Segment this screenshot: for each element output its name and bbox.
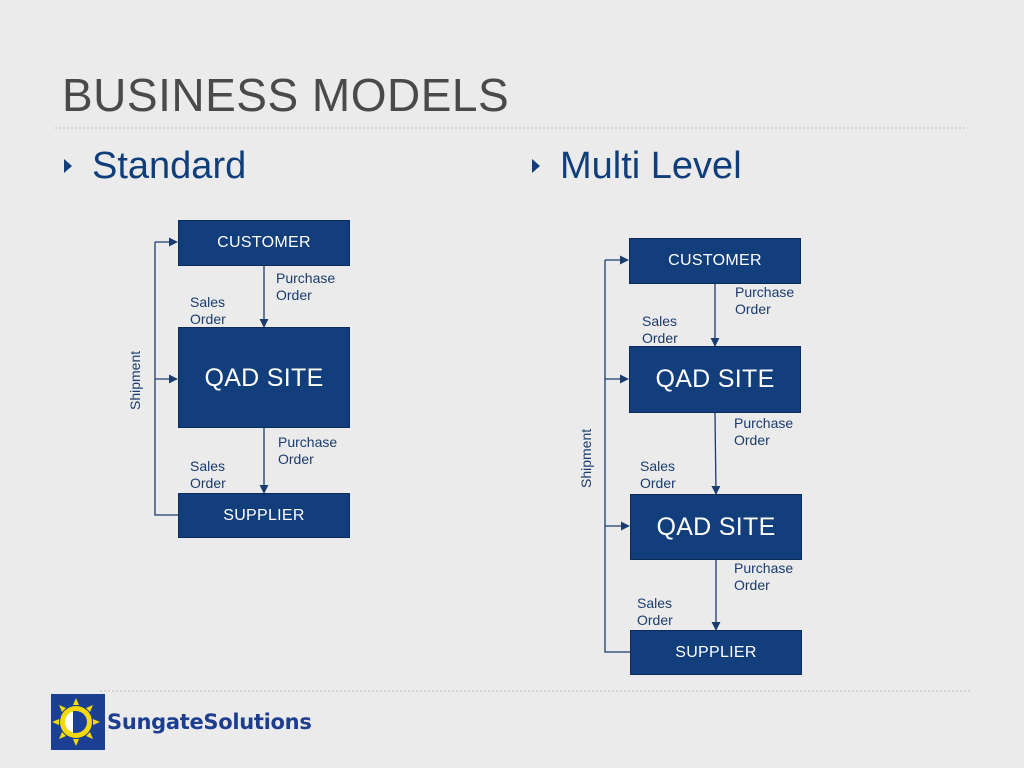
standard-purchase-order-label-1: Purchase Order — [276, 270, 336, 303]
multi-shipment-label: Shipment — [578, 428, 594, 488]
multi-sales-order-label-1: Sales Order — [642, 313, 678, 346]
footer-divider — [100, 690, 970, 692]
bullet-arrow-icon — [64, 159, 72, 173]
section-standard-label: Standard — [92, 145, 247, 187]
standard-qad-site-box: QAD SITE — [178, 327, 350, 428]
section-standard: Standard — [64, 147, 246, 185]
slide-title: BUSINESS MODELS — [62, 69, 510, 121]
multi-sales-order-label-2: Sales Order — [640, 458, 676, 491]
bullet-arrow-icon — [532, 159, 540, 173]
multi-customer-box: CUSTOMER — [629, 238, 801, 284]
standard-sales-order-label-2: Sales Order — [190, 458, 226, 491]
section-multi-level-label: Multi Level — [560, 145, 742, 187]
sun-icon — [51, 694, 105, 750]
standard-customer-box: CUSTOMER — [178, 220, 350, 266]
standard-shipment-label: Shipment — [127, 350, 143, 410]
title-divider — [55, 127, 965, 129]
section-multi-level: Multi Level — [532, 147, 742, 185]
logo-text: SungateSolutions — [107, 710, 312, 734]
multi-qad-site-box-2: QAD SITE — [630, 494, 802, 560]
standard-sales-order-label-1: Sales Order — [190, 294, 226, 327]
multi-supplier-box: SUPPLIER — [630, 630, 802, 675]
standard-supplier-box: SUPPLIER — [178, 493, 350, 538]
multi-qad-site-box-1: QAD SITE — [629, 346, 801, 413]
multi-purchase-order-label-3: Purchase Order — [734, 560, 794, 593]
multi-purchase-order-label-2: Purchase Order — [734, 415, 794, 448]
multi-po-arrow-2 — [711, 412, 721, 495]
multi-purchase-order-label-1: Purchase Order — [735, 284, 795, 317]
standard-purchase-order-label-2: Purchase Order — [278, 434, 338, 467]
standard-shipment-line — [154, 242, 178, 516]
multi-shipment-line — [604, 260, 630, 653]
multi-sales-order-label-3: Sales Order — [637, 595, 673, 628]
company-logo: SungateSolutions — [51, 694, 312, 750]
